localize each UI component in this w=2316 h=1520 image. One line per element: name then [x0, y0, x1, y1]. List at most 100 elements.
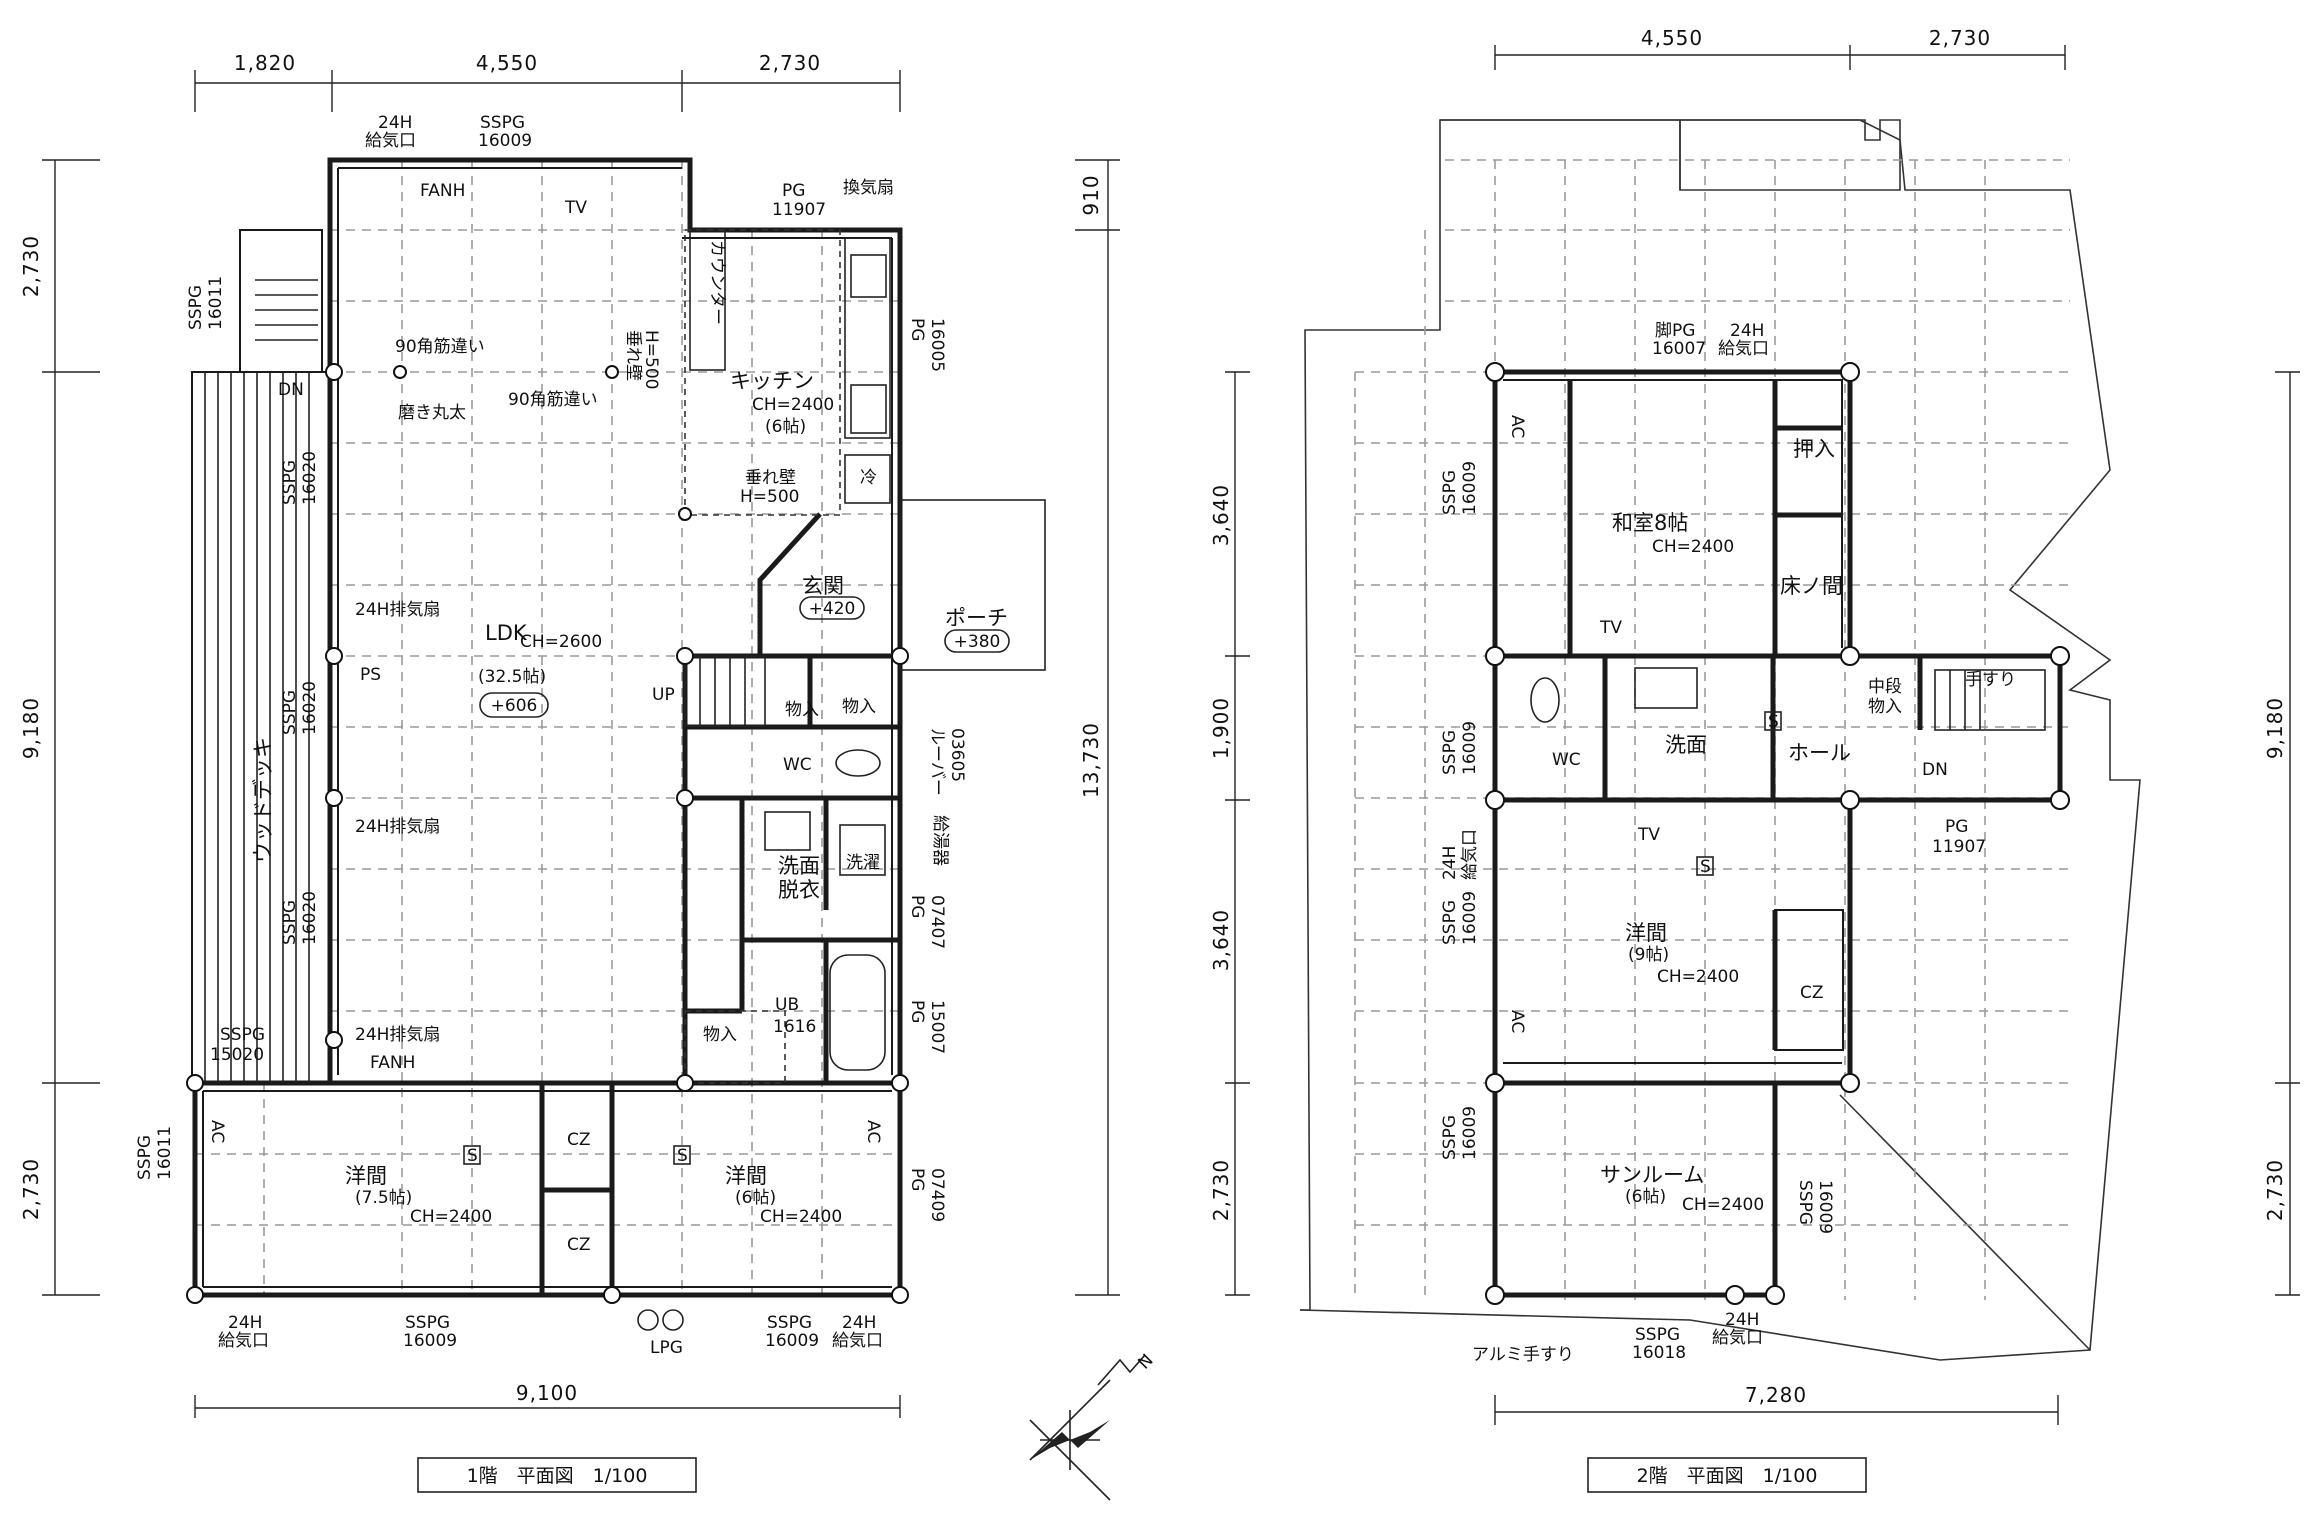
f2-sspg-r-a: SSPG [1795, 1180, 1815, 1225]
ub-size: 1616 [773, 1017, 816, 1037]
f2-intake3-b: 給気口 [1712, 1328, 1763, 1348]
mid-storage-a: 中段 [1868, 677, 1902, 697]
f2-intake2-a: 24H [1440, 846, 1460, 880]
floor1-dim-right: 13,730 [1079, 722, 1103, 798]
floor2-dim-top-2: 2,730 [1929, 26, 1991, 50]
f2-sspg-r-b: 16009 [1815, 1180, 1835, 1234]
floor2-dim-left-3: 3,640 [1209, 909, 1233, 971]
f1-sspg-15020-b: 15020 [210, 1045, 264, 1065]
floor2-dim-left-1: 3,640 [1209, 484, 1233, 546]
floor2-dim-top-1: 4,550 [1641, 26, 1703, 50]
f1-vent-fan: 換気扇 [843, 178, 894, 198]
f1-sspg-15020-a: SSPG [220, 1025, 265, 1045]
f1-pg-07409-b: 07409 [927, 1168, 947, 1222]
floor1-dim-top-2: 4,550 [476, 51, 538, 75]
f1-pg-07407-b: 07407 [927, 895, 947, 949]
f1-sspg-16011-b: 16011 [206, 276, 226, 330]
f1-hanging-wall2-a: 垂れ壁 [745, 468, 796, 488]
f1-pg-15007-a: PG [907, 1000, 927, 1023]
floor1-title-box: 1階 平面図 1/100 [417, 1457, 697, 1493]
f1-ac2: AC [863, 1120, 883, 1143]
ldk-label: LDK [485, 621, 528, 645]
f2-sspg-bot-a: SSPG [1635, 1325, 1680, 1345]
f2-intake2-b: 給気口 [1460, 829, 1480, 880]
floor2-equipment-labels: 脚PG 16007 24H 給気口 AC AC SSPG 16009 TV TV… [1440, 321, 2016, 1365]
f1-sspg-16020a-b: 16020 [300, 451, 320, 505]
f1-intake1-b: 給気口 [365, 131, 416, 151]
f1-sspg-bot-b: 16009 [403, 1331, 457, 1351]
f1-tv1: TV [564, 198, 587, 218]
floor2-dimensions-bottom: 7,280 [1494, 1383, 2059, 1425]
floor1-title: 1階 平面図 1/100 [467, 1465, 648, 1487]
western2-size: (6帖) [735, 1188, 776, 1208]
f1-pg-07409-a: PG [907, 1168, 927, 1191]
f1-exhaust1: 24H排気扇 [355, 600, 440, 620]
f1-lpg: LPG [650, 1338, 683, 1358]
f1-hanging-wall2-b: H=500 [740, 487, 799, 507]
f1-louver-b: 03605 [947, 728, 967, 782]
floor1-dim-top-1: 1,820 [234, 51, 296, 75]
floor1-equipment-labels: 24H 給気口 SSPG 16009 FANH TV PG 11907 換気扇 … [135, 113, 967, 1358]
f2-pg-11907-b: 11907 [1932, 837, 1986, 857]
storage3-label: 物入 [703, 1025, 737, 1045]
f1-intake1-a: 24H [378, 113, 412, 133]
f2-tv1: TV [1599, 618, 1622, 638]
f1-polished-log: 磨き丸太 [398, 403, 466, 423]
f1-sspg-bot2-b: 16009 [765, 1331, 819, 1351]
f1-fanh2: FANH [370, 1053, 415, 1073]
sunroom-ch: CH=2400 [1682, 1195, 1764, 1215]
f1-sspg-16020b-b: 16020 [300, 681, 320, 735]
deck-label: ウッドデッキ [251, 737, 275, 863]
f2-pg-16007-b: 16007 [1652, 339, 1706, 359]
floor1-room-labels: LDK CH=2600 (32.5帖) +606 キッチン CH=2400 (6… [251, 240, 1010, 1255]
f1-sspg-16020b-a: SSPG [280, 690, 300, 735]
f1-intake2-a: 24H [228, 1313, 262, 1333]
f1-sspg-bot-a: SSPG [405, 1313, 450, 1333]
western2-ch: CH=2400 [760, 1207, 842, 1227]
f1-ac1: AC [207, 1120, 227, 1143]
f2-sspg-bot-b: 16018 [1632, 1343, 1686, 1363]
oshiire-label: 押入 [1793, 437, 1835, 461]
floor2-title: 2階 平面図 1/100 [1637, 1465, 1818, 1487]
f2-ac2: AC [1507, 1010, 1527, 1033]
f1-water-heater: 給湯器 [930, 815, 950, 866]
f2-intake1-b: 給気口 [1718, 339, 1769, 359]
floor2-walls [1492, 369, 2063, 1298]
floor1-dimensions-right: 910 13,730 [1075, 159, 1120, 1296]
porch-level: +380 [954, 632, 1001, 652]
entrance-label: 玄関 [802, 574, 844, 598]
ldk-ch: CH=2600 [520, 632, 602, 652]
floor1-dim-top-3: 2,730 [759, 51, 821, 75]
f1-brace1: 90角筋違い [395, 337, 485, 357]
f2-intake3-a: 24H [1725, 1310, 1759, 1330]
floor2-dimensions-right: 9,180 2,730 [2263, 371, 2300, 1296]
storage2-label: 物入 [842, 697, 876, 717]
kitchen-ch: CH=2400 [752, 395, 834, 415]
f1-sspg-16011b-a: SSPG [135, 1135, 155, 1180]
western1-ch: CH=2400 [410, 1207, 492, 1227]
f1-dn: DN [278, 380, 304, 400]
ldk-level: +606 [491, 696, 538, 716]
f1-intake3-b: 給気口 [832, 1331, 883, 1351]
f2-sspg-l1-b: 16009 [1460, 461, 1480, 515]
f2-pg-11907-a: PG [1945, 817, 1968, 837]
western3-size: (9帖) [1628, 945, 1669, 965]
f2-sspg-l1-a: SSPG [1440, 470, 1460, 515]
f2-sspg-l4-a: SSPG [1440, 1115, 1460, 1160]
cz2-label: CZ [567, 1235, 591, 1255]
floor1-dimensions-bottom: 9,100 [194, 1381, 901, 1418]
floor2-dimensions-top: 4,550 2,730 [1494, 26, 2066, 70]
f1-sspg-16011b-b: 16011 [155, 1126, 175, 1180]
f1-pg-07407-a: PG [907, 895, 927, 918]
laundry-label: 洗濯 [846, 853, 880, 873]
f2-intake1-a: 24H [1730, 321, 1764, 341]
f2-sspg-l4-b: 16009 [1460, 1106, 1480, 1160]
floor2-dim-bottom: 7,280 [1745, 1383, 1807, 1407]
floor2-dimensions-left: 3,640 1,900 3,640 2,730 [1209, 371, 1250, 1296]
f2-sspg-l3-a: SSPG [1440, 900, 1460, 945]
hall-label: ホール [1788, 741, 1851, 765]
counter-label: カウンター [707, 240, 727, 325]
floor2-plan: 4,550 2,730 3,640 1,900 3,640 2,730 9,18… [1209, 26, 2300, 1493]
f2-sspg-l2-a: SSPG [1440, 730, 1460, 775]
floor2-roof-outline [1299, 119, 2141, 1361]
